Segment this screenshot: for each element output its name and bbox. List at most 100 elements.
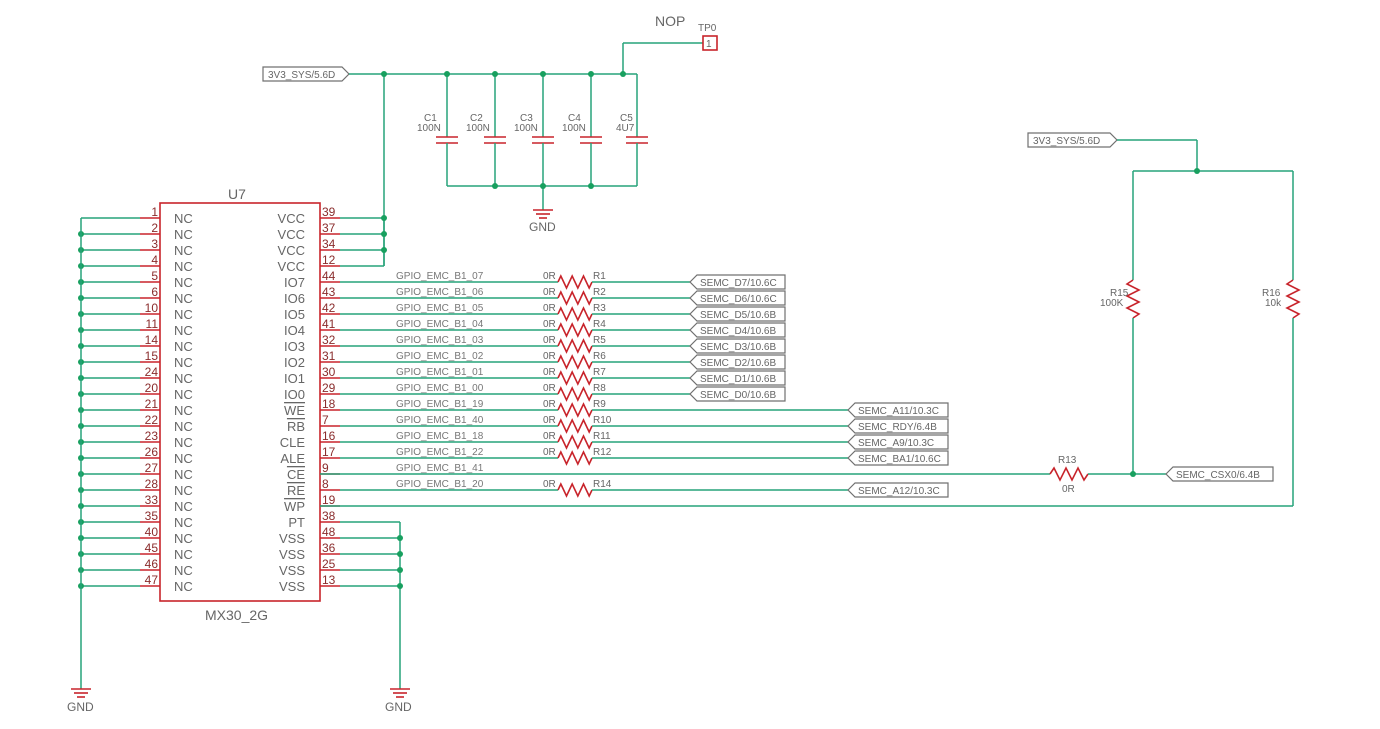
c2-ref: C2 (470, 113, 483, 124)
pin-name: WE (284, 403, 305, 418)
pin-name: NC (174, 531, 193, 546)
r15-val: 100K (1100, 298, 1124, 309)
pin-name: NC (174, 291, 193, 306)
pin-number: 6 (151, 285, 158, 299)
pin-number: 32 (322, 333, 336, 347)
resistor-r1 (557, 274, 593, 290)
power-section: 3V3_SYS/5.6D 1 TP0 NOP C1 100N C2 100N (262, 13, 718, 266)
net-flag-label: SEMC_D7/10.6C (700, 278, 777, 289)
net-flag (689, 306, 786, 322)
c3-val: 100N (514, 123, 538, 134)
ic-u7-refdes: U7 (228, 186, 246, 202)
resistor-ref: R2 (593, 287, 606, 298)
resistor-r16 (1285, 279, 1301, 319)
capacitor-c4: C4 100N (562, 74, 602, 186)
net-flag-label: SEMC_D1/10.6B (700, 374, 776, 385)
gpio-label: GPIO_EMC_B1_03 (396, 335, 484, 346)
pin-name: NC (174, 563, 193, 578)
gpio-label: GPIO_EMC_B1_05 (396, 303, 484, 314)
pin-name: NC (174, 547, 193, 562)
pullup-section: 3V3_SYS/5.6D R15 100K R16 10k R13 0R SEM… (320, 132, 1301, 507)
resistor-ref: R5 (593, 335, 606, 346)
pin-number: 31 (322, 349, 336, 363)
pin-number: 22 (145, 413, 159, 427)
resistor-ref: R14 (593, 479, 612, 490)
pin-name: NC (174, 275, 193, 290)
gpio-label: GPIO_EMC_B1_20 (396, 479, 484, 490)
c1-ref: C1 (424, 113, 437, 124)
pin-number: 17 (322, 445, 336, 459)
pin-name: IO1 (284, 371, 305, 386)
ic-u7-body (159, 202, 321, 602)
c5-ref: C5 (620, 113, 633, 124)
resistor-ref: R6 (593, 351, 606, 362)
resistor-value: 0R (543, 271, 556, 282)
resistor-ref: R8 (593, 383, 606, 394)
resistor-r13 (1049, 466, 1089, 482)
gpio-label: GPIO_EMC_B1_01 (396, 367, 484, 378)
pin-number: 34 (322, 237, 336, 251)
r16-val: 10k (1265, 298, 1282, 309)
pin-number: 3 (151, 237, 158, 251)
pin-number: 41 (322, 317, 336, 331)
pin-name: NC (174, 211, 193, 226)
resistor-value: 0R (543, 287, 556, 298)
pin-number: 30 (322, 365, 336, 379)
resistor-value: 0R (543, 431, 556, 442)
gpio-label: GPIO_EMC_B1_41 (396, 463, 484, 474)
pin-number: 15 (145, 349, 159, 363)
pin-name: NC (174, 387, 193, 402)
resistor-r2 (557, 290, 593, 306)
ic-u7-value: MX30_2G (205, 607, 268, 623)
pin-name: NC (174, 483, 193, 498)
resistor-ref: R7 (593, 367, 606, 378)
tp0-ref: TP0 (698, 23, 717, 34)
net-flag (689, 370, 786, 386)
pin-name: NC (174, 403, 193, 418)
pin-name: RE (287, 483, 305, 498)
resistor-value: 0R (543, 415, 556, 426)
pin-number: 46 (145, 557, 159, 571)
pin-number: 47 (145, 573, 159, 587)
resistor-r3 (557, 306, 593, 322)
pin-name: NC (174, 371, 193, 386)
resistor-ref: R3 (593, 303, 606, 314)
capacitor-c1: C1 100N (417, 74, 458, 186)
pin-number: 37 (322, 221, 336, 235)
pin-number: 48 (322, 525, 336, 539)
pin-name: NC (174, 515, 193, 530)
pin-number: 38 (322, 509, 336, 523)
resistor-value: 0R (543, 447, 556, 458)
resistor-r5 (557, 338, 593, 354)
net-flag (689, 274, 786, 290)
c5-val: 4U7 (616, 123, 635, 134)
pin-number: 42 (322, 301, 336, 315)
resistor-value: 0R (543, 383, 556, 394)
pin-name: IO4 (284, 323, 305, 338)
pin-number: 9 (322, 461, 329, 475)
pin-number: 12 (322, 253, 336, 267)
pin-name: NC (174, 467, 193, 482)
pin-name: ALE (280, 451, 305, 466)
net-flag-label: SEMC_A9/10.3C (858, 438, 934, 449)
pin-name: NC (174, 419, 193, 434)
gpio-label: GPIO_EMC_B1_19 (396, 399, 484, 410)
pin-number: 10 (145, 301, 159, 315)
gpio-label: GPIO_EMC_B1_02 (396, 351, 484, 362)
pin-number: 33 (145, 493, 159, 507)
pin-name: NC (174, 323, 193, 338)
right-buses: GND (381, 215, 412, 714)
pin-name: IO0 (284, 387, 305, 402)
pin-name: CE (287, 467, 305, 482)
pin-name: NC (174, 227, 193, 242)
pin-number: 5 (151, 269, 158, 283)
c2-val: 100N (466, 123, 490, 134)
